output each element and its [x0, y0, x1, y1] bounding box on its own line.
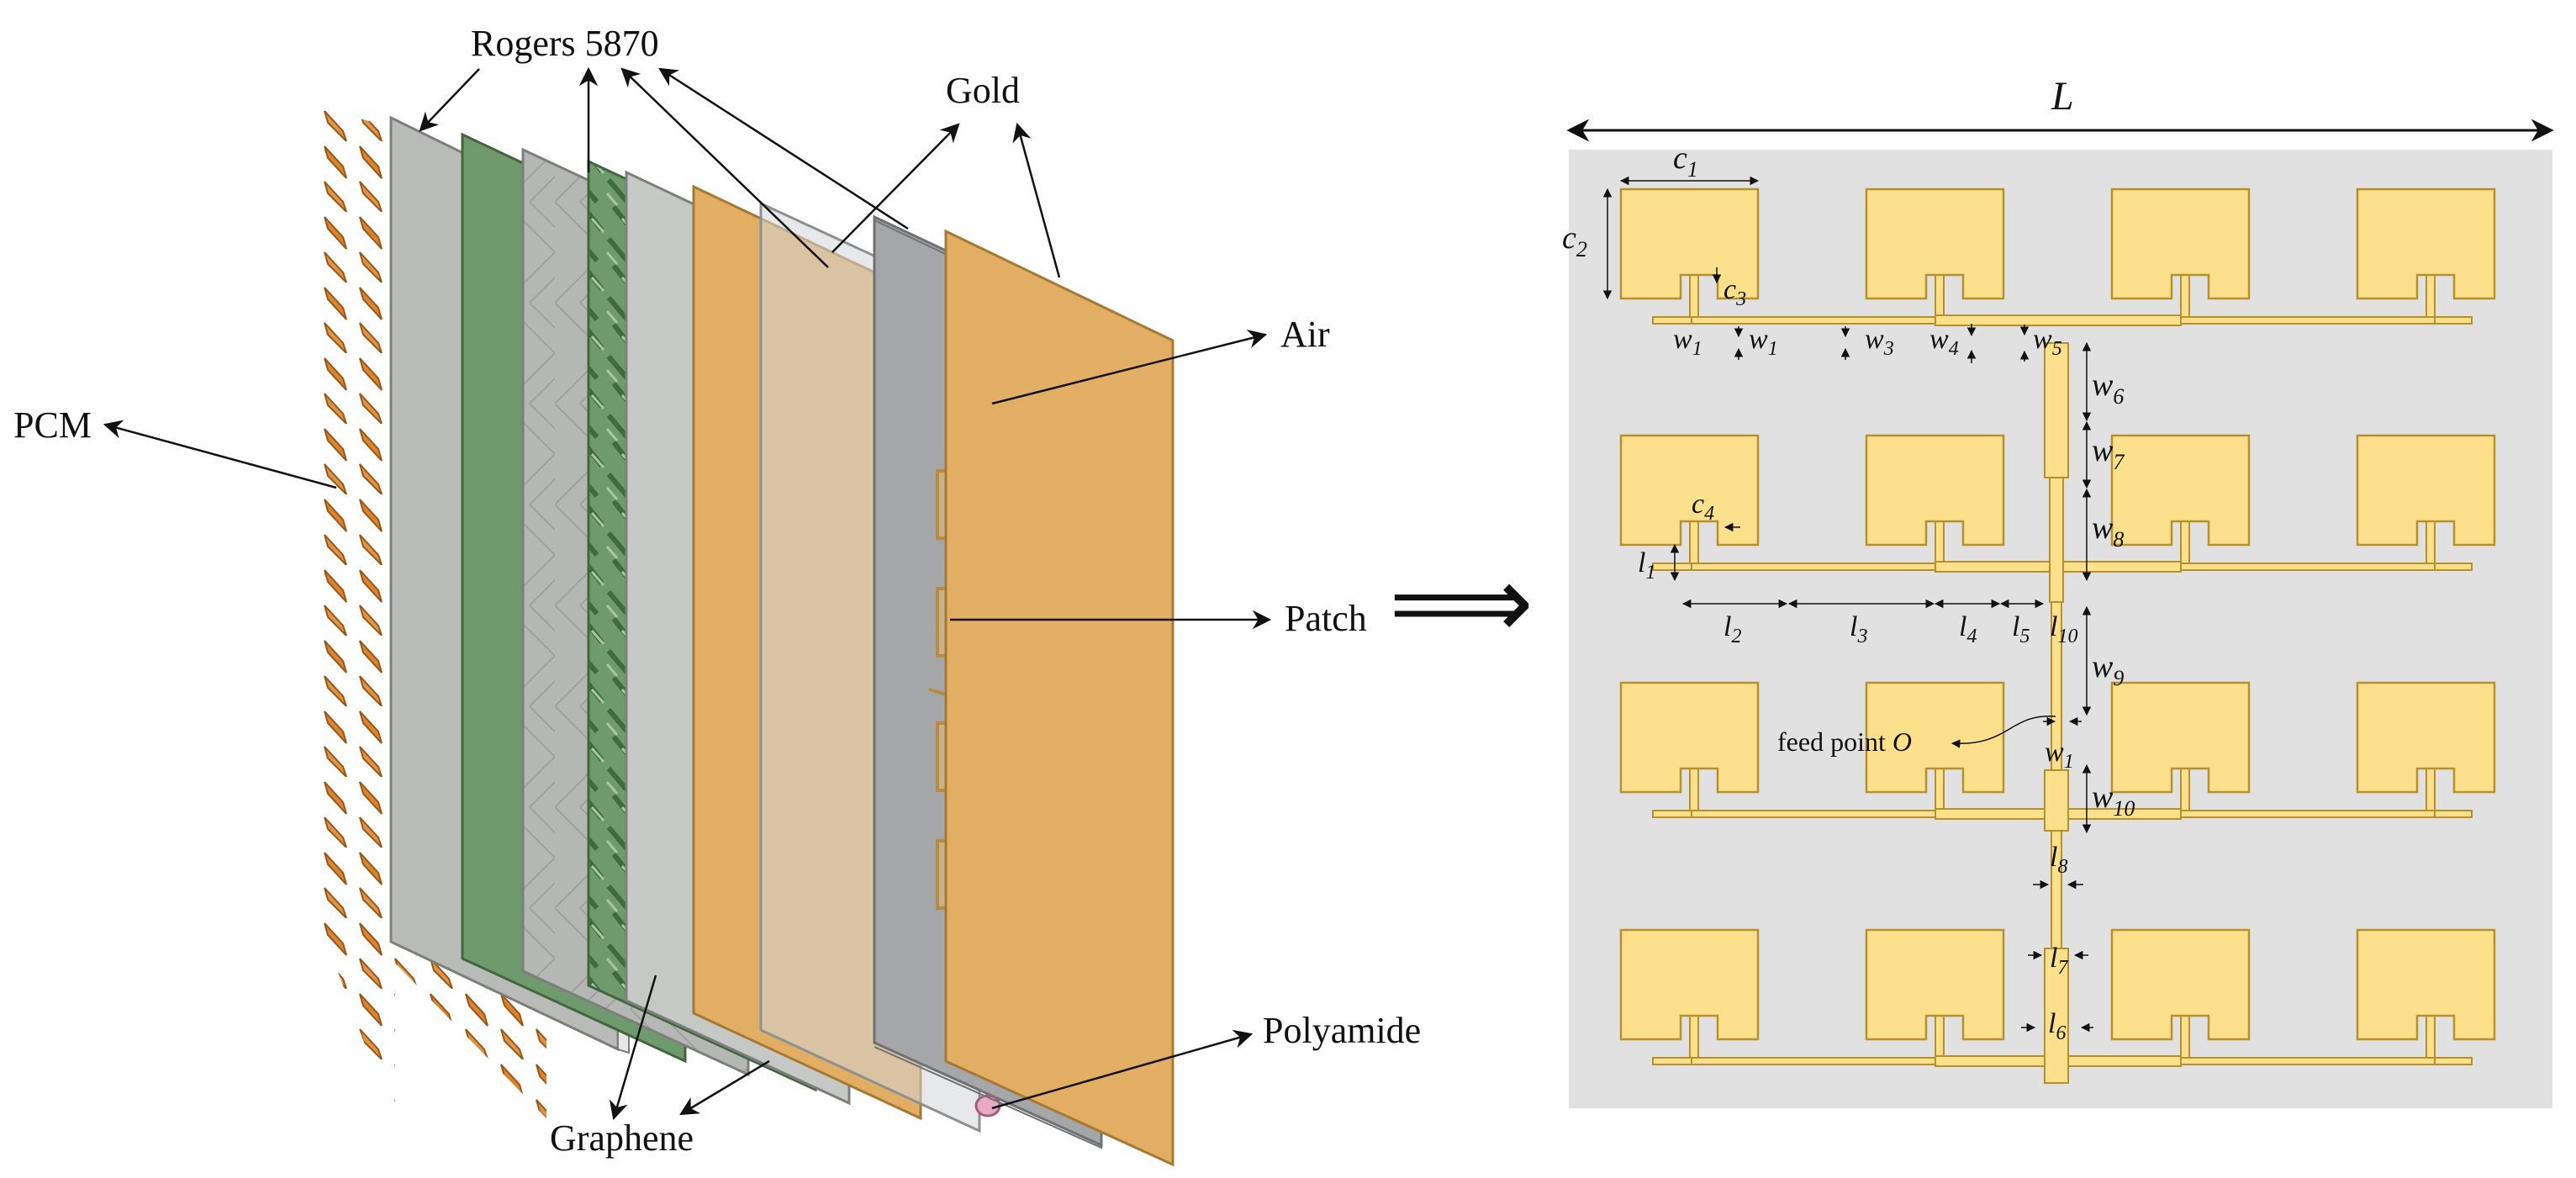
patch-feed-stub [1935, 520, 1945, 566]
feed-line [2434, 1057, 2473, 1065]
feed-line [2180, 810, 2436, 818]
patch-feed-stub [2180, 1015, 2190, 1060]
dim-w7: w7 [2092, 433, 2125, 474]
feed-line [2434, 316, 2473, 325]
feed-spine [2044, 342, 2069, 478]
feed-line [1652, 1057, 1692, 1065]
stack-labels: PCM Rogers 5870 Gold Air Patch Polyamide… [13, 23, 1421, 1159]
patch-feed-stub [2180, 274, 2190, 320]
dim-w6: w6 [2092, 367, 2124, 409]
label-air: Air [1280, 314, 1330, 355]
patch-feed-stub [2426, 768, 2436, 813]
radiating-patch [1865, 928, 2005, 1041]
dim-l3: l3 [1850, 611, 1867, 647]
patch-feed-stub [2180, 768, 2190, 813]
radiating-patch [2356, 188, 2496, 300]
radiating-patch [2110, 928, 2251, 1041]
label-patch: Patch [1285, 598, 1367, 639]
dim-w5: w5 [2033, 324, 2062, 360]
feed-line [1652, 563, 1692, 571]
dim-l1: l1 [1638, 547, 1655, 584]
radiating-patch [1619, 681, 1760, 794]
feed-line [1935, 314, 2182, 326]
feed-line [1689, 563, 1945, 571]
dim-w4: w4 [1929, 324, 1959, 360]
patch-feed-stub [1689, 768, 1699, 813]
feed-spine [2044, 769, 2069, 832]
radiating-patch [2110, 681, 2251, 794]
dim-c2: c2 [1562, 220, 1587, 261]
polyamide-spacer-bottom [974, 1094, 1001, 1117]
patch-feed-stub [1935, 1015, 1945, 1060]
dim-L: L [2051, 74, 2074, 119]
patch-feed-stub [1689, 1015, 1699, 1060]
feed-line [1689, 1057, 1945, 1065]
dim-w10: w10 [2092, 779, 2135, 821]
dim-l8: l8 [2050, 842, 2067, 878]
dim-c4: c4 [1692, 489, 1714, 525]
dim-c3: c3 [1723, 274, 1746, 310]
patch-feed-stub [2426, 274, 2436, 320]
dim-w1-a: w1 [1673, 324, 1702, 360]
radiating-patch [1619, 928, 1760, 1041]
feed-line [2180, 316, 2436, 325]
feed-line [1689, 316, 1945, 325]
exploded-stack [324, 109, 1175, 1167]
radiating-patch [2110, 434, 2251, 547]
dim-l2: l2 [1723, 611, 1741, 647]
dim-w9: w9 [2092, 649, 2124, 690]
radiating-patch [1865, 434, 2005, 547]
dim-w8: w8 [2092, 510, 2124, 552]
feed-line [2180, 1057, 2436, 1065]
dim-w1-c: w1 [2045, 737, 2074, 773]
dim-c1: c1 [1673, 140, 1698, 182]
label-gold: Gold [946, 70, 1020, 111]
dim-l10: l10 [2050, 611, 2077, 647]
patch-feed-stub [2426, 1015, 2436, 1060]
dim-l6: l6 [2048, 1008, 2066, 1044]
implies-arrow: ⟹ [1389, 545, 1533, 662]
radiating-patch [2356, 928, 2496, 1041]
gold-layer-2 [944, 229, 1175, 1167]
radiating-patch [2356, 434, 2496, 547]
array-layout: L [1566, 74, 2554, 1108]
patch-grid [1619, 188, 2496, 1041]
feed-spine [2044, 948, 2069, 1084]
label-graphene: Graphene [550, 1117, 694, 1159]
feed-line [2434, 563, 2473, 571]
radiating-patch [2356, 681, 2496, 794]
radiating-patch [1865, 681, 2005, 794]
feed-line [2180, 563, 2436, 571]
dim-w3: w3 [1865, 324, 1894, 360]
feed-line [2434, 810, 2473, 818]
label-rogers: Rogers 5870 [471, 23, 659, 64]
feed-line [1689, 810, 1945, 818]
patch-feed-stub [1689, 520, 1699, 566]
dim-w1-b: w1 [1749, 324, 1778, 360]
patch-feed-stub [1935, 274, 1945, 320]
feed-point-label: feed point O [1777, 726, 1912, 757]
dim-l4: l4 [1959, 611, 1977, 647]
feed-line [1652, 810, 1692, 818]
patch-feed-stub [1689, 274, 1699, 320]
pcm-layer [324, 109, 395, 1127]
dimension-annotations: c1 c2 c3 w1 w1 w3 w4 w5 w6 w7 w8 c4 l1 [1562, 140, 2135, 1044]
patch-feed-stub [1935, 768, 1945, 813]
patch-feed-stub [2180, 520, 2190, 566]
label-polyamide: Polyamide [1263, 1010, 1421, 1051]
dim-l5: l5 [2012, 611, 2030, 647]
radiating-patch [1619, 434, 1760, 547]
patch-feed-stub [2426, 520, 2436, 566]
radiating-patch [1865, 188, 2005, 300]
feed-network [1652, 274, 2473, 1084]
label-pcm: PCM [13, 404, 92, 446]
radiating-patch [2110, 188, 2251, 300]
dim-l7: l7 [2050, 943, 2068, 979]
feed-spine [2049, 477, 2064, 603]
feed-line [1652, 316, 1692, 325]
